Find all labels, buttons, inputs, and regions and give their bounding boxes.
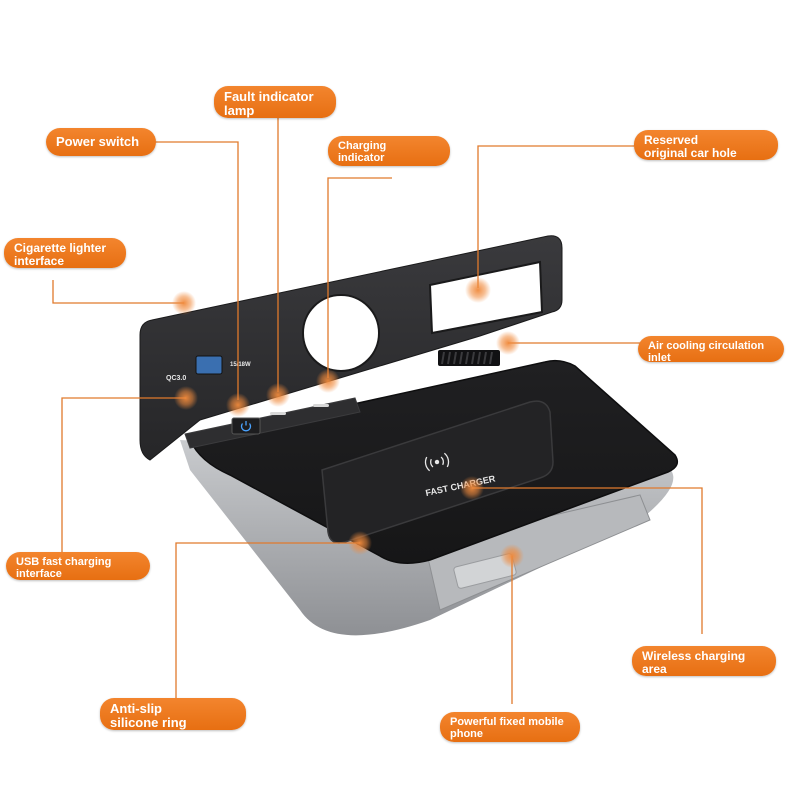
leader-anti-slip (175, 542, 360, 700)
callout-charging-indicator: Charging indicator (328, 136, 450, 166)
usb-port (195, 355, 223, 375)
dot-usb (174, 386, 198, 410)
callout-cigarette-lighter-interface: Cigarette lighter interface (4, 238, 126, 268)
dot-charging-indicator (316, 369, 340, 393)
dot-power-switch (226, 393, 250, 417)
callout-anti-slip-silicone-ring: Anti-slip silicone ring (100, 698, 246, 730)
charging-pad (321, 400, 554, 544)
fault-led (270, 412, 286, 415)
callout-power-switch: Power switch (46, 128, 156, 156)
dot-reserved-hole (465, 277, 491, 303)
dot-cigarette (172, 291, 196, 315)
leader-wireless (472, 487, 703, 634)
watt-label: 15/18W (230, 362, 251, 368)
dot-phone-fix (500, 544, 524, 568)
dot-anti-slip (348, 531, 372, 555)
leader-charging-indicator (327, 177, 392, 378)
wireless-charging-icon (424, 452, 450, 472)
callout-wireless-charging-area: Wireless charging area (632, 646, 776, 676)
qc-label: QC3.0 (166, 375, 186, 382)
vent-grille (438, 350, 500, 366)
leader-reserved-hole (477, 145, 634, 288)
callout-usb-fast-charging-interface: USB fast charging interface (6, 552, 150, 580)
indicator-dots (172, 277, 524, 568)
dot-fault-lamp (266, 383, 290, 407)
power-button (231, 417, 261, 435)
callout-powerful-fixed-mobile-phone: Powerful fixed mobile phone (440, 712, 580, 742)
leader-lines (52, 118, 703, 704)
dot-wireless (460, 476, 484, 500)
callout-fault-indicator-lamp: Fault indicator lamp (214, 86, 336, 118)
round-cutout (302, 294, 380, 372)
charge-led (313, 404, 329, 407)
leader-usb (61, 397, 186, 552)
leader-power-switch (140, 141, 239, 400)
leader-cigarette (52, 280, 184, 304)
power-icon (240, 421, 252, 432)
dot-air-cooling (496, 331, 520, 355)
callout-air-cooling-circulation-inlet: Air cooling circulation inlet (638, 336, 784, 362)
tray-lip (184, 397, 361, 449)
callout-reserved-original-car-hole: Reserved original car hole (634, 130, 778, 160)
